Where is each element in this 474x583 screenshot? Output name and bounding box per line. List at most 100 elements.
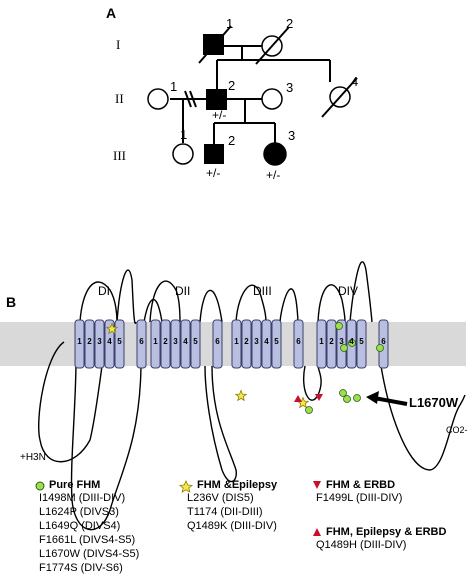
loop-DIII-s1s2 <box>235 284 267 323</box>
n-terminus-chain <box>38 341 103 463</box>
segment-number: 6 <box>215 337 220 346</box>
callout-label: L1670W <box>409 395 459 410</box>
segment-number: 3 <box>97 337 102 346</box>
segment-number: 4 <box>264 337 269 346</box>
deceased-slash-I1 <box>198 25 232 64</box>
domain-label-DII: DII <box>175 284 191 298</box>
helix-DII-S2 <box>160 319 171 369</box>
legend-item: L1649Q (DIVS4) <box>39 520 121 532</box>
segment-number: 2 <box>163 337 168 346</box>
legend-fhm-epilepsy: FHM &Epilepsy L236V (DIS5) T1174 (DII-DI… <box>187 479 278 533</box>
helix-DII-S3 <box>170 319 181 369</box>
helix-DIV-S1 <box>316 319 327 369</box>
loop-DII-pore <box>199 289 223 323</box>
segment-number: 5 <box>193 337 198 346</box>
segment-number: 4 <box>107 337 112 346</box>
helix-DIV-S5 <box>356 319 367 369</box>
helix-DIII-S3 <box>251 319 262 369</box>
helix-DII-S4 <box>180 319 191 369</box>
legend-marker-fhm-epilepsy <box>178 480 194 493</box>
individual-number-II1: 1 <box>170 79 178 94</box>
helix-DII-S5 <box>190 319 201 369</box>
helix-DIII-S6 <box>293 319 304 369</box>
mutation-marker-pure-fhm <box>376 344 384 352</box>
pedigree <box>170 45 331 145</box>
generation-label-I: I <box>116 37 121 52</box>
helix-DII-S1 <box>150 319 161 369</box>
helix-DIV-S3 <box>336 319 347 369</box>
mutation-marker-pure-fhm <box>339 389 347 397</box>
segment-number: 6 <box>296 337 301 346</box>
loop-DI-pore2 <box>143 298 163 323</box>
legend-marker-fhm-erbd <box>313 481 321 489</box>
segment-number: 3 <box>173 337 178 346</box>
mutation-marker-pure-fhm <box>348 339 356 347</box>
segment-number: 5 <box>274 337 279 346</box>
segment-number: 4 <box>183 337 188 346</box>
helix-DI-S1 <box>74 319 85 369</box>
legend-marker-pure-fhm <box>35 481 45 491</box>
panel-label-a: A <box>106 5 117 21</box>
individual-number-III3: 3 <box>288 128 296 143</box>
individual-III1-female <box>172 143 194 165</box>
mutation-marker-pure-fhm <box>335 322 343 330</box>
loop-DI-pore <box>116 269 137 325</box>
legend-item: F1661L (DIVS4-S5) <box>39 534 136 546</box>
panel-label-b: B <box>6 294 17 310</box>
helix-DIII-S2 <box>241 319 252 369</box>
mutation-marker-fhm-epilepsy <box>105 322 119 335</box>
helix-DIII-S1 <box>231 319 242 369</box>
loop-DIV-pore <box>349 261 373 323</box>
segment-number: 6 <box>139 337 144 346</box>
individual-III3-affected-female <box>263 142 287 166</box>
individual-number-III2: 2 <box>228 133 236 148</box>
legend-item: F1499L (DIII-DIV) <box>316 492 403 504</box>
helix-DIII-S5 <box>271 319 282 369</box>
segment-number: 1 <box>234 337 239 346</box>
helix-DIV-S6 <box>378 319 389 369</box>
legend-item: L1670W (DIVS4-S5) <box>39 548 140 560</box>
segment-number: 3 <box>254 337 259 346</box>
legend-title-fhm-epilepsy: FHM &Epilepsy <box>197 479 278 491</box>
helix-DI-S2 <box>84 319 95 369</box>
legend-title-fhm-epilepsy-erbd: FHM, Epilepsy & ERBD <box>326 526 447 538</box>
domain-label-DIII: DIII <box>253 284 272 298</box>
loop-DI-DII <box>70 365 142 531</box>
callout-arrow-shaft <box>373 396 408 406</box>
segment-number: 6 <box>381 337 386 346</box>
individual-number-II4: 4 <box>351 74 359 89</box>
mutation-marker-fhm-erbd <box>315 394 323 401</box>
individual-number-II3: 3 <box>286 80 294 95</box>
legend-item: L1624P (DIVS3) <box>39 506 119 518</box>
legend-item: I1498M (DIII-DIV) <box>39 492 126 504</box>
genotype-III2: +/- <box>206 166 221 180</box>
helix-DI-S6 <box>136 319 147 369</box>
legend-pure-fhm: Pure FHM I1498M (DIII-DIV) L1624P (DIVS3… <box>39 479 139 575</box>
individual-II3-female <box>261 88 283 110</box>
genotype-III3: +/- <box>266 168 281 182</box>
segment-number: 2 <box>244 337 249 346</box>
helix-DII-S6 <box>212 319 223 369</box>
deceased-slash-I2 <box>255 26 290 65</box>
segment-number: 2 <box>329 337 334 346</box>
legend-item: Q1489H (DIII-DIV) <box>316 539 407 551</box>
helix-DI-S5 <box>114 319 125 369</box>
divorce-mark-1 <box>184 90 192 108</box>
loop-DI-s1s2 <box>79 281 118 323</box>
legend-item: Q1489K (DIII-DIV) <box>187 520 277 532</box>
segment-number: 5 <box>117 337 122 346</box>
generation-label-III: III <box>113 148 126 163</box>
transmembrane-helices <box>74 319 389 369</box>
n-terminus-label: +H3N <box>20 452 46 463</box>
segment-number: 1 <box>153 337 158 346</box>
legend-title-pure-fhm: Pure FHM <box>49 479 101 491</box>
mutation-marker-fhm-epilepsy <box>234 389 248 402</box>
legend-item: T1174 (DII-DIII) <box>187 506 263 518</box>
segment-number: 4 <box>349 337 354 346</box>
segment-number: 1 <box>319 337 324 346</box>
domain-label-DIV: DIV <box>338 284 359 298</box>
c-terminus-chain <box>380 365 466 471</box>
mutation-marker-pure-fhm <box>340 344 348 352</box>
genotype-II2: +/- <box>212 108 227 122</box>
helix-DI-S3 <box>94 319 105 369</box>
